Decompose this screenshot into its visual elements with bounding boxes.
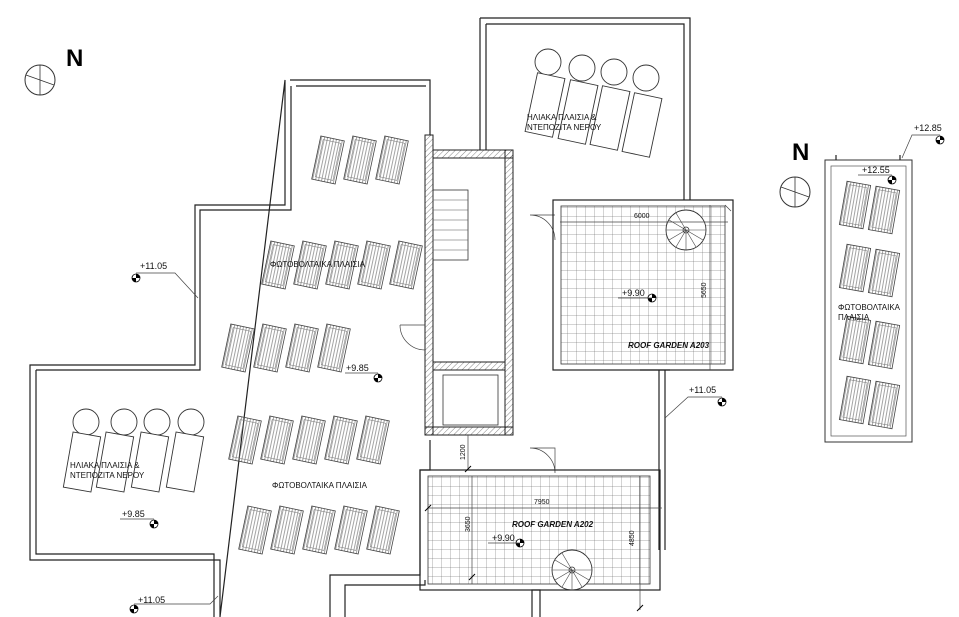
level-marker-8: +12.85 (901, 123, 945, 159)
roof-garden-a202-label: ROOF GARDEN A202 (512, 520, 594, 529)
svg-text:+9.85: +9.85 (122, 509, 145, 519)
level-marker-9: +12.55 (858, 165, 897, 185)
level-marker-2: +9.85 (345, 363, 383, 383)
roof-garden-a203 (552, 199, 734, 371)
solar-label-top-2: ΝΤΕΠΟΖΙΤΑ ΝΕΡΟΥ (527, 123, 602, 132)
level-marker-6: +9.90 (618, 288, 657, 303)
north-label-right: N (792, 139, 809, 166)
svg-text:+11.05: +11.05 (138, 595, 165, 605)
svg-text:+11.05: +11.05 (140, 261, 167, 271)
upper-roof-plan (824, 155, 913, 443)
dim-a202-width: 7950 (534, 499, 550, 506)
pv-panels-main (221, 135, 423, 555)
roof-garden-a202 (419, 469, 661, 591)
level-marker-5: +11.05 (664, 385, 727, 419)
solar-label-left-1: ΗΛΙΑΚΑ ΠΛΑΙΣΙΑ & (70, 461, 140, 470)
pv-label-right-2: ΠΛΑΙΣΙΑ (838, 313, 870, 322)
svg-text:+9.90: +9.90 (622, 288, 645, 298)
svg-text:+9.90: +9.90 (492, 533, 515, 543)
svg-text:+9.85: +9.85 (346, 363, 369, 373)
solar-tanks-left (62, 408, 205, 493)
roof-garden-a203-label: ROOF GARDEN A203 (628, 341, 710, 350)
solar-label-left-2: ΝΤΕΠΟΖΙΤΑ ΝΕΡΟΥ (70, 471, 145, 480)
dim-a203-width: 6000 (634, 213, 650, 220)
solar-tanks-top (524, 48, 663, 158)
north-arrow-left: N (24, 45, 83, 96)
north-arrow-right: N (779, 139, 811, 208)
dim-gap: 1200 (460, 444, 467, 460)
pv-label-top: ΦΩΤΟΒΟΛΤΑΙΚΑ ΠΛΑΙΣΙΑ (270, 260, 366, 269)
solar-label-top-1: ΗΛΙΑΚΑ ΠΛΑΙΣΙΑ & (527, 113, 597, 122)
svg-text:+11.05: +11.05 (689, 385, 716, 395)
pv-label-right-1: ΦΩΤΟΒΟΛΤΑΙΚΑ (838, 303, 901, 312)
stair-core (399, 134, 556, 474)
building-outline (29, 17, 691, 617)
svg-text:+12.85: +12.85 (914, 123, 942, 133)
svg-text:+12.55: +12.55 (862, 165, 890, 175)
level-marker-4: +11.05 (129, 595, 219, 614)
dim-a202-depth-right: 4850 (629, 530, 636, 546)
dimension-lines: 6000 5650 7950 3650 4850 1200 (424, 204, 732, 612)
level-marker-1: +11.05 (131, 261, 199, 299)
dim-a202-depth-left: 3650 (465, 516, 472, 532)
level-marker-7: +9.90 (488, 533, 525, 548)
north-label-left: N (66, 45, 83, 72)
level-marker-3: +9.85 (120, 509, 159, 529)
dim-a203-depth: 5650 (701, 282, 708, 298)
pv-label-bottom: ΦΩΤΟΒΟΛΤΑΙΚΑ ΠΛΑΙΣΙΑ (272, 481, 368, 490)
